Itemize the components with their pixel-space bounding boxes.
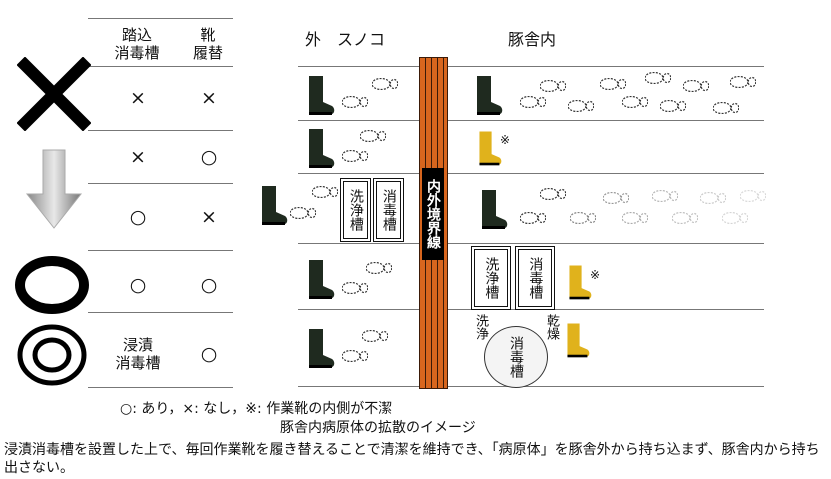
boot-icon <box>305 74 335 116</box>
wash-tank: 洗浄槽 <box>340 178 371 242</box>
boot-icon <box>305 127 335 169</box>
inside-label: 豚舎内 <box>508 30 557 49</box>
footprint-icon <box>290 207 316 219</box>
boot-icon <box>305 258 335 300</box>
footprint-icon <box>342 150 368 162</box>
footprint-icon <box>645 72 671 84</box>
yellow-boot-icon <box>564 320 590 360</box>
footprint-icon <box>342 350 368 362</box>
dry-label: 乾燥 <box>544 314 559 340</box>
boot-icon <box>305 327 335 369</box>
table-line <box>88 387 233 388</box>
boot-icon <box>478 188 508 230</box>
outside-label: 外 スノコ <box>305 30 386 49</box>
footprint-icon <box>342 96 368 108</box>
diagram-line <box>298 243 764 244</box>
yellow-boot-icon <box>476 128 502 168</box>
footprint-icon <box>342 282 368 294</box>
cell-footbath-2: × <box>130 146 146 168</box>
cell-change-1: × <box>201 87 217 109</box>
footprint-icon <box>568 100 594 112</box>
footprint-icon <box>312 186 338 198</box>
footprint-icon <box>652 190 678 202</box>
disinfect-tank: 消毒槽 <box>373 178 404 242</box>
legend: ○: あり，×: なし，※: 作業靴の内側が不潔 <box>120 401 393 417</box>
footprint-icon <box>520 96 546 108</box>
yellow-boot-icon <box>566 262 592 302</box>
cell-change-2: ○ <box>200 146 218 168</box>
boot-icon <box>473 74 503 116</box>
cell-change-3: × <box>201 206 217 228</box>
footprint-icon <box>713 102 739 114</box>
footprint-icon <box>730 76 756 88</box>
cell-change-5: ○ <box>200 343 218 365</box>
star-note: ※ <box>590 268 601 282</box>
dip-disinfect-tank: 消毒槽 <box>484 326 548 388</box>
diagram-line <box>298 66 764 67</box>
header-shoe-change: 靴 履替 <box>192 26 223 62</box>
diagram-line <box>298 120 764 121</box>
wash-tank: 洗浄槽 <box>471 246 511 310</box>
header-footbath: 踏込 消毒槽 <box>114 26 160 62</box>
down-arrow-icon <box>25 149 83 229</box>
note: 浸漬消毒槽を設置した上で、毎回作業靴を履き替えることで清潔を維持でき、「病原体」… <box>4 442 820 477</box>
footprint-icon <box>622 96 648 108</box>
footprint-icon <box>672 212 698 224</box>
footprint-icon <box>360 130 386 142</box>
table-line <box>88 312 233 313</box>
x-mark-icon <box>17 57 91 131</box>
diagram-line <box>298 173 764 174</box>
footprint-icon <box>722 212 748 224</box>
table-line <box>88 66 233 67</box>
star-note: ※ <box>500 133 511 147</box>
cell-footbath-3: ○ <box>129 206 147 228</box>
disinfect-tank: 消毒槽 <box>515 246 555 310</box>
boot-icon <box>258 184 288 226</box>
table-line <box>88 18 233 19</box>
caption: 豚舎内病原体の拡散のイメージ <box>280 420 476 436</box>
footprint-icon <box>700 192 726 204</box>
diagram-line <box>298 386 764 387</box>
table-line <box>88 183 233 184</box>
boundary-label: 内外境界線 <box>422 168 444 260</box>
footprint-icon <box>660 100 686 112</box>
cell-change-4: ○ <box>200 274 218 296</box>
footprint-icon <box>540 188 566 200</box>
footprint-icon <box>740 190 766 202</box>
footprint-icon <box>622 212 648 224</box>
cell-footbath-4: ○ <box>129 274 147 296</box>
table-line <box>88 250 233 251</box>
footprint-icon <box>372 78 398 90</box>
footprint-icon <box>683 80 709 92</box>
double-circle-icon <box>17 324 87 386</box>
cell-footbath-1: × <box>130 87 146 109</box>
footprint-icon <box>366 262 392 274</box>
wash-label: 洗浄 <box>473 314 488 340</box>
circle-icon <box>15 256 89 314</box>
footprint-icon <box>603 192 629 204</box>
footprint-icon <box>570 212 596 224</box>
footprint-icon <box>362 330 388 342</box>
footprint-icon <box>540 80 566 92</box>
footprint-icon <box>600 78 626 90</box>
cell-footbath-5: 浸漬 消毒槽 <box>115 336 161 372</box>
table-line <box>88 130 233 131</box>
footprint-icon <box>520 212 546 224</box>
